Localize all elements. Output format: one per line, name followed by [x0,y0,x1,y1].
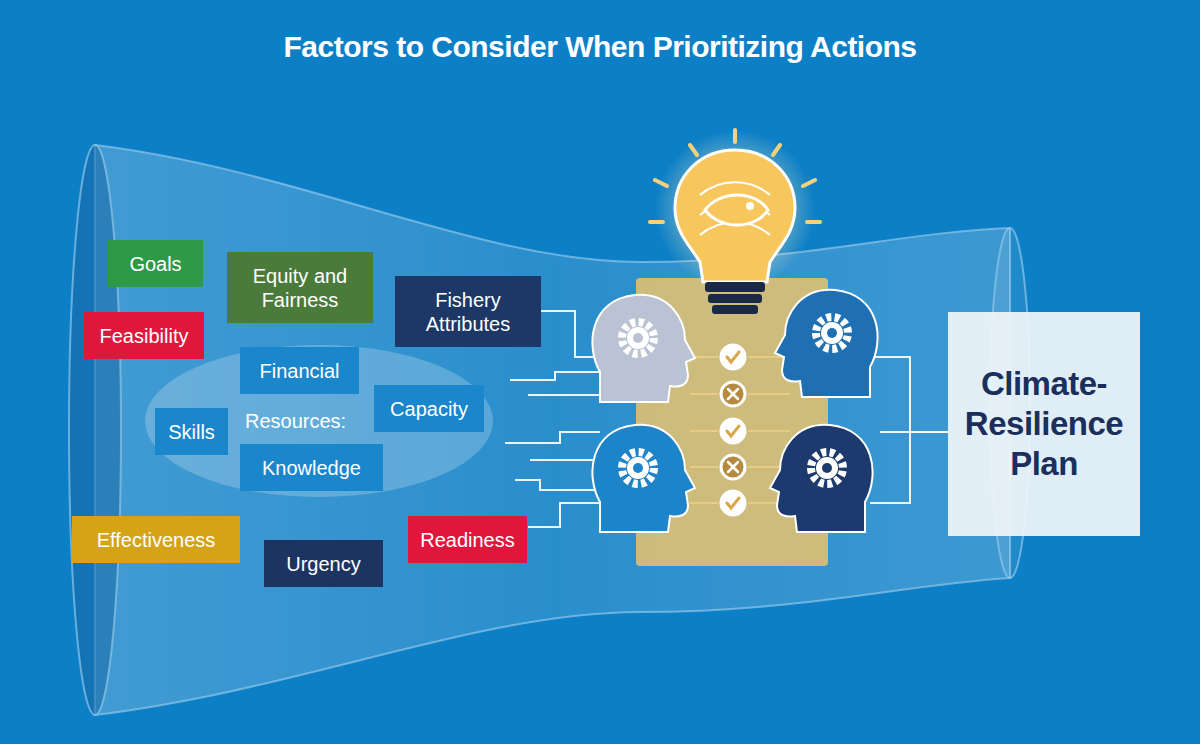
resources-ellipse: Resources: FinancialSkills CapacityKnowled… [145,345,493,497]
art-circle [721,491,745,515]
art-circle [821,322,843,344]
art-circle [633,463,643,473]
art-ellipse [69,145,121,715]
plan-box: Climate- Resilience Plan [948,312,1140,536]
resource-box: Knowledge [240,444,383,491]
art-circle [811,452,843,484]
art-rect [712,305,758,314]
art-circle [822,463,832,473]
box-label: Goals [129,252,181,276]
art-g [650,130,820,222]
art-path [515,480,600,490]
factor-box: Fishery Attributes [395,276,541,347]
art-path [728,389,738,399]
art-g [775,290,878,397]
art-circle [816,457,838,479]
resource-box: Skills [155,408,228,455]
box-label: Fishery Attributes [403,288,533,336]
art-path [727,352,739,362]
art-path [770,425,873,532]
art-path [530,459,600,461]
art-path [870,357,948,432]
art-path [95,145,1010,715]
factor-box: Effectiveness [72,516,240,563]
art-circle [622,322,654,354]
checklist [721,345,745,515]
box-label: Feasibility [100,324,189,348]
resource-box: Financial [240,347,359,394]
box-label: Equity and Fairness [235,264,365,312]
art-circle [633,333,643,343]
art-g [728,389,738,472]
heads [592,290,877,532]
art-circle [827,328,837,338]
art-circle [655,130,815,290]
art-path [510,372,600,380]
art-path [727,426,739,436]
box-label: Financial [259,359,339,383]
art-circle [721,419,745,443]
factor-box: Feasibility [84,312,204,359]
resource-box: Capacity [374,385,484,432]
art-circle [721,455,745,479]
group-label: Resources: [245,409,346,433]
box-label: Effectiveness [97,528,216,552]
art-rect [705,282,765,292]
art-path [728,462,738,472]
factor-box: Urgency [264,540,383,587]
art-g [721,345,745,515]
art-path [727,498,739,508]
art-path [880,431,948,433]
art-g [727,352,739,508]
art-circle [627,327,649,349]
art-circle [721,345,745,369]
box-label: Readiness [420,528,515,552]
box-label: Skills [168,420,215,444]
art-g [592,425,695,532]
art-circle [622,452,654,484]
art-g [592,295,695,402]
art-path [540,311,600,357]
factor-box: Readiness [408,516,527,563]
art-g [770,425,873,532]
box-label: Urgency [286,552,360,576]
art-path [775,290,878,397]
art-path [528,394,600,396]
art-circle [627,457,649,479]
art-path [675,150,795,282]
art-circle [721,382,745,406]
art-path [592,295,695,402]
factor-box: Equity and Fairness [227,252,373,323]
art-circle [746,202,754,210]
factor-box: Goals [108,240,203,287]
art-path [870,432,910,503]
box-label: Capacity [390,397,468,421]
art-circle [816,317,848,349]
art-path [650,130,820,222]
art-path [592,425,695,532]
art-path [705,195,768,225]
art-path [505,432,600,443]
diagram-title: Factors to Consider When Prioritizing Ac… [0,30,1200,64]
box-label: Climate- Resilience Plan [964,364,1124,484]
lightbulb [650,130,820,314]
art-path [700,182,770,235]
funnel [69,145,1030,715]
box-label: Knowledge [262,456,361,480]
art-path [528,503,600,527]
art-rect [708,294,762,303]
